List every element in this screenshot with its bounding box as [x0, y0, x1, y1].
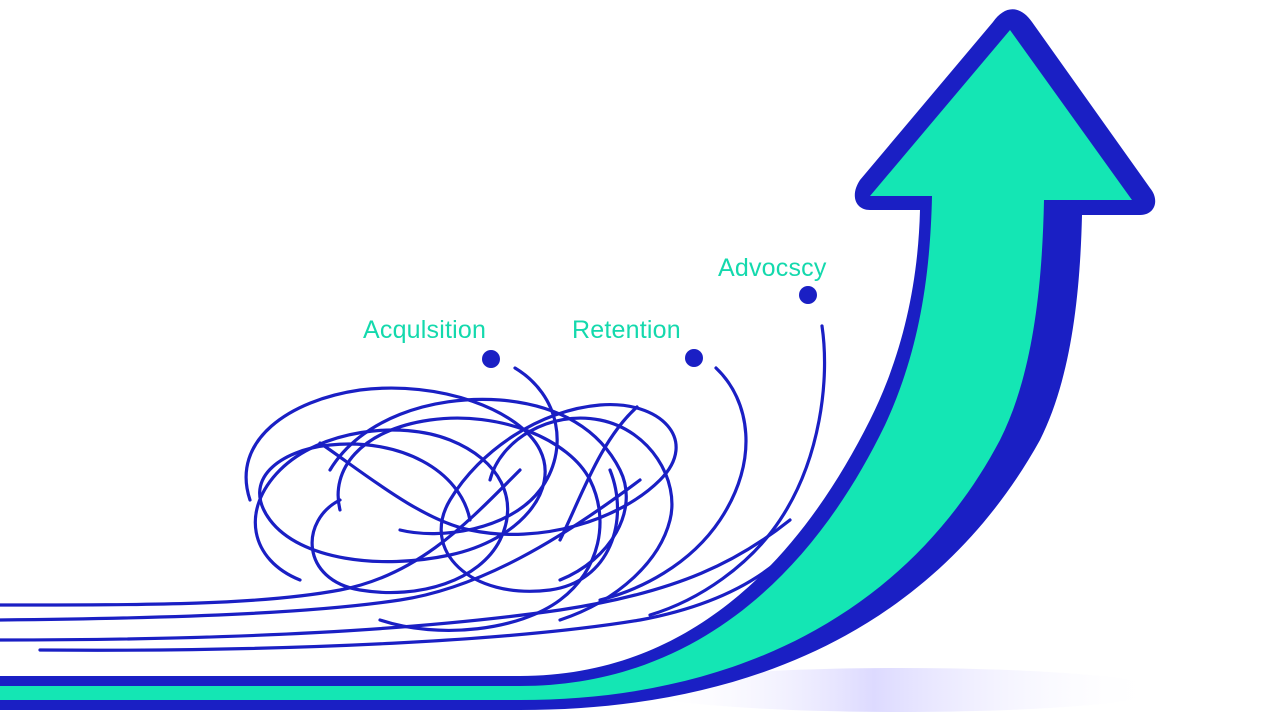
thread-path — [0, 478, 642, 622]
thread-path — [336, 416, 602, 633]
tangled-threads — [0, 324, 827, 652]
thread-path — [0, 468, 522, 607]
thread-path — [0, 518, 792, 642]
thread-path — [328, 397, 628, 582]
growth-arrow — [0, 9, 1156, 710]
thread-path — [558, 405, 639, 542]
retention-label: Retention — [572, 316, 681, 344]
advocacy-marker — [799, 286, 817, 304]
thread-path — [648, 324, 827, 617]
thread-path — [598, 366, 748, 602]
thread-path — [488, 416, 674, 622]
thread-path — [253, 428, 510, 595]
growth-arrow-body — [0, 30, 1132, 700]
advocacy-label: Advocscy — [718, 254, 827, 282]
acquisition-marker — [482, 350, 500, 368]
thread-path — [244, 386, 547, 564]
thread-path — [38, 538, 802, 652]
thread-path — [398, 366, 559, 536]
acquisition-label: Acqulsition — [363, 316, 486, 344]
thread-path — [318, 403, 678, 593]
retention-marker — [685, 349, 703, 367]
floor-shadow — [640, 668, 1160, 712]
